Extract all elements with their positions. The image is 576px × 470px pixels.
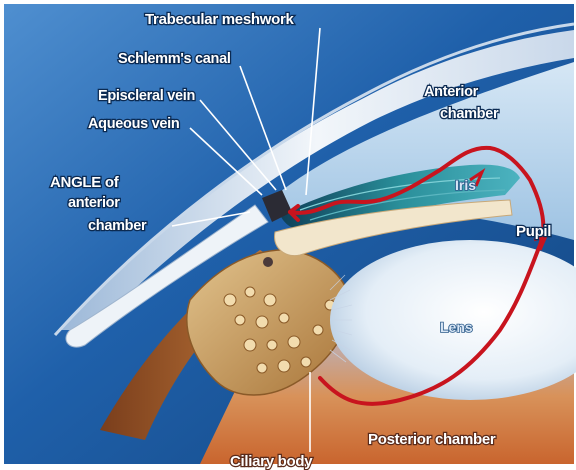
label-angle-line3: chamber [88, 218, 147, 234]
label-trabecular-meshwork: Trabecular meshwork [145, 11, 294, 28]
label-episcleral-vein: Episcleral vein [98, 88, 195, 104]
label-posterior-chamber: Posterior chamber [368, 431, 496, 448]
label-angle-line2: anterior [68, 195, 120, 211]
label-lens: Lens [440, 319, 473, 335]
label-ciliary-body: Ciliary body [230, 453, 313, 470]
label-schlemms-canal: Schlemm's canal [118, 51, 231, 67]
label-angle-line1: ANGLE of [50, 174, 120, 191]
label-anterior-chamber-line2: chamber [440, 106, 499, 122]
label-pupil: Pupil [516, 223, 551, 240]
label-iris: Iris [455, 177, 476, 193]
label-aqueous-vein: Aqueous vein [88, 116, 179, 132]
label-anterior-chamber-line1: Anterior [424, 84, 479, 100]
